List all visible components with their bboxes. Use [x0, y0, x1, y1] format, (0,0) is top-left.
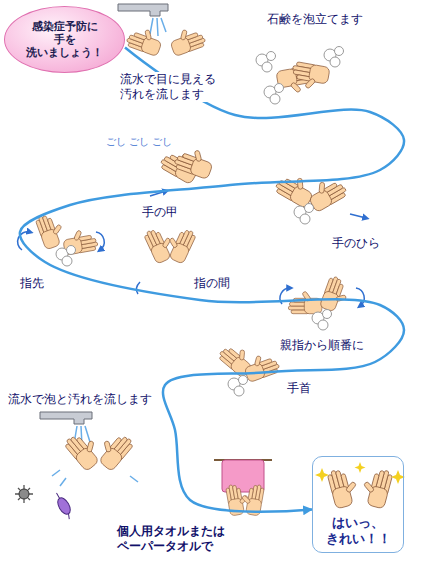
rotate-arrow [356, 288, 364, 306]
hand [359, 466, 394, 509]
towel [214, 460, 272, 492]
germ [15, 485, 33, 503]
title-ellipse: 感染症予防に 手を 洗いましょう！ [4, 6, 125, 73]
node-text: 感染症予防に 手を 洗いましょう！ [26, 20, 103, 60]
sparkle [315, 462, 405, 484]
soap-bubbles [256, 52, 276, 73]
step-label: 個人用タオルまたは ペーパータオルで [115, 524, 227, 554]
flow-path [20, 48, 404, 512]
hand [327, 466, 362, 509]
hand [242, 350, 281, 383]
step-label: 手の甲 [140, 205, 180, 220]
motion-arrow [350, 214, 366, 218]
step-label: 手首 [285, 381, 313, 396]
step-label: 石鹸を泡立てます [265, 12, 365, 27]
step-label: 流水で泡と汚れを流します [6, 392, 154, 407]
faucet [40, 412, 92, 446]
hand [162, 224, 197, 264]
hand [173, 144, 216, 180]
soap-bubbles [312, 310, 332, 331]
motion-line [136, 282, 140, 294]
water-splash [52, 470, 138, 486]
hand [92, 428, 135, 472]
result-box: はいっ、 きれい！！ [312, 456, 404, 553]
step-label: 指の間 [192, 276, 232, 291]
hand [319, 275, 352, 314]
node-text: はいっ、 きれい！！ [326, 515, 391, 546]
step-label: 親指から順番に [278, 338, 366, 353]
soap-bubbles [228, 376, 248, 397]
rotate-arrow [96, 232, 104, 250]
hand [288, 291, 322, 314]
step-label: 流水で目に見える 汚れを流します [118, 72, 218, 102]
soap-bubbles [324, 47, 344, 68]
step-label: 指先 [18, 276, 46, 291]
germ [52, 491, 75, 521]
step-label: ごし ごし ごし [104, 136, 174, 149]
soap-bubbles [294, 204, 314, 225]
hand [290, 61, 330, 92]
faucet [118, 4, 168, 36]
step-label: 手のひら [330, 236, 382, 251]
hand [63, 428, 106, 472]
soap-bubbles [56, 246, 76, 267]
soap-bubbles [264, 84, 284, 105]
hand [168, 24, 207, 57]
